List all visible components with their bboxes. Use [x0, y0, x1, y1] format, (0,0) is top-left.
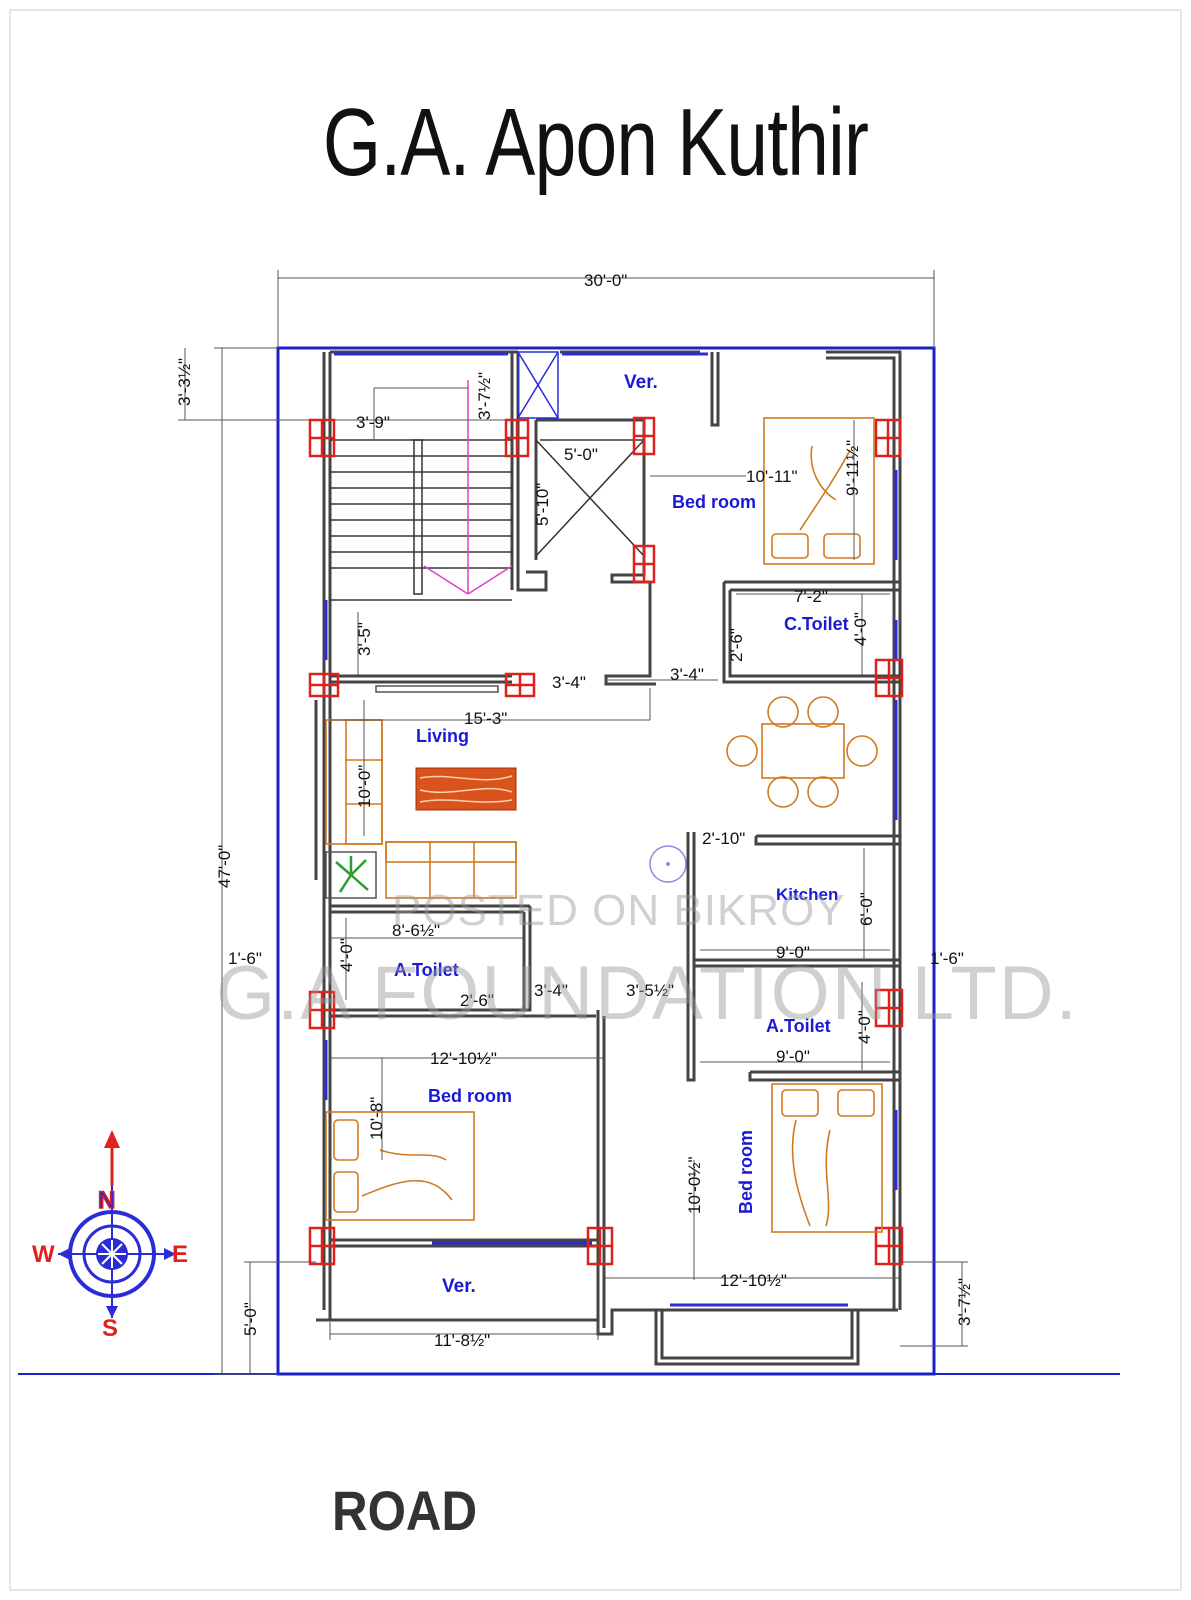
compass-w: W	[32, 1241, 55, 1268]
room-label-living: Living	[416, 726, 469, 746]
dim-ctoilet-door: 2'-6"	[727, 628, 746, 662]
dim-front-right: 3'-7½"	[955, 1278, 974, 1326]
dim-lobby-b: 3'-4"	[670, 665, 704, 684]
column	[874, 418, 902, 458]
compass-e: E	[172, 1241, 188, 1268]
road-label: ROAD	[332, 1479, 478, 1542]
dim-side-left: 1'-6"	[228, 949, 262, 968]
column	[586, 1226, 614, 1266]
column	[308, 990, 336, 1030]
plant-icon	[325, 851, 377, 899]
column	[504, 672, 536, 698]
dim-ctoilet-width: 7'-2"	[794, 587, 828, 606]
glazing-strip	[375, 685, 499, 693]
dim-atoilet-w-door: 2'-6"	[460, 991, 494, 1010]
dim-atoilet-w-width: 8'-6½"	[392, 921, 440, 940]
shaft-cross	[517, 351, 559, 419]
columns	[308, 416, 904, 1266]
watermark-posted: POSTED ON BIKROY	[392, 886, 846, 935]
room-label-attached-toilet-e: A.Toilet	[766, 1016, 831, 1036]
dim-ver-bottom-width: 11'-8½"	[434, 1331, 490, 1350]
dim-bed-se-depth: 10'-0½"	[685, 1157, 704, 1214]
column	[874, 658, 904, 698]
page-border	[9, 9, 1182, 1591]
room-label-kitchen: Kitchen	[776, 885, 838, 904]
dim-bed-sw-depth: 10'-8"	[367, 1097, 386, 1140]
dim-passage-b: 3'-5½"	[626, 981, 674, 1000]
column	[308, 672, 340, 698]
room-label-veranda-bottom: Ver.	[442, 1276, 476, 1297]
compass-s: S	[102, 1315, 118, 1342]
column	[308, 1226, 336, 1266]
stair-dimension	[330, 387, 520, 440]
building-walls	[314, 350, 902, 1366]
dining-table	[726, 696, 878, 808]
compass-n: N	[98, 1187, 115, 1214]
room-label-attached-toilet-w: A.Toilet	[394, 960, 459, 980]
dim-kitchen-gap: 2'-10"	[702, 829, 745, 848]
column	[874, 988, 904, 1028]
dim-bed-ne-depth: 9'-11½"	[843, 440, 862, 496]
room-label-bedroom-ne: Bed room	[672, 492, 756, 512]
dim-atoilet-w-depth: 4'-0"	[337, 938, 356, 972]
dim-passage-a: 3'-4"	[534, 981, 568, 1000]
dim-front-setback: 5'-0"	[241, 1302, 260, 1336]
dim-lobby-a: 3'-4"	[552, 673, 586, 692]
dim-kitchen-depth: 6'-0"	[857, 892, 876, 926]
room-label-bedroom-sw: Bed room	[428, 1086, 512, 1106]
dim-overall-depth: 47'-0"	[215, 845, 234, 888]
page-title: G.A. Apon Kuthir	[322, 89, 869, 196]
column	[632, 416, 656, 456]
lift-shaft	[535, 439, 645, 557]
dim-stair-gap: 3'-7½"	[475, 372, 494, 420]
dim-living-depth: 10'-0"	[355, 765, 374, 808]
coffee-table	[415, 767, 517, 811]
column	[632, 544, 656, 584]
furniture	[325, 417, 883, 1233]
bed-se	[771, 1083, 883, 1233]
dim-ctoilet-depth: 4'-0"	[851, 612, 870, 646]
staircase	[330, 439, 512, 601]
dim-overall-width: 30'-0"	[584, 271, 627, 290]
inner-dimension-lines	[329, 420, 900, 1340]
watermark-company: G.A FOUNDATION LTD.	[216, 951, 1079, 1036]
dim-atoilet-e-width: 9'-0"	[776, 1047, 810, 1066]
room-label-veranda-top: Ver.	[624, 372, 658, 393]
room-label-bedroom-se: Bed room	[736, 1130, 756, 1214]
dim-stair-landing: 3'-5"	[355, 622, 374, 656]
bed-ne	[763, 417, 875, 565]
overall-dimensions	[178, 270, 968, 1375]
dimension-labels: 30'-0" 47'-0" 3'-3½" 3'-9" 3'-7½" 5'-0" …	[175, 271, 974, 1350]
windows	[324, 352, 898, 1307]
dim-top-setback: 3'-3½"	[175, 358, 194, 406]
wash-basin-icon	[649, 845, 687, 883]
dim-lift-width: 5'-0"	[564, 445, 598, 464]
dim-stair-width: 3'-9"	[356, 413, 390, 432]
compass-icon: N W E S	[32, 1130, 188, 1342]
dim-side-right: 1'-6"	[930, 949, 964, 968]
dim-bed-se-width: 12'-10½"	[720, 1271, 787, 1290]
dim-lift-depth: 5'-10"	[533, 483, 552, 526]
stair-arrow	[423, 380, 513, 595]
room-label-common-toilet: C.Toilet	[784, 614, 849, 634]
bed-sw	[325, 1111, 475, 1221]
column	[504, 418, 530, 458]
dim-bed-ne-width: 10'-11"	[746, 467, 798, 486]
dim-bed-sw-width: 12'-10½"	[430, 1049, 497, 1068]
column	[308, 418, 336, 458]
dim-atoilet-e-depth: 4'-0"	[855, 1010, 874, 1044]
column	[874, 1226, 904, 1266]
dim-living-width: 15'-3"	[464, 709, 507, 728]
dim-kitchen-width: 9'-0"	[776, 943, 810, 962]
